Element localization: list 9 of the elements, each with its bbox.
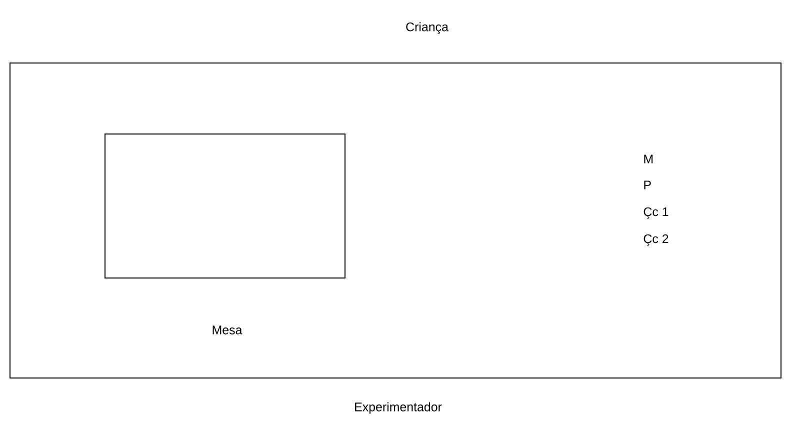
label: M [644, 154, 653, 164]
frame-box [10, 62, 782, 378]
table-box: Mesa [104, 134, 346, 334]
label: P [644, 180, 651, 190]
label: Çc 1 [644, 207, 668, 219]
label: Criança [406, 22, 448, 34]
node-label: Mesa [212, 326, 242, 334]
label: Çc 2 [644, 234, 668, 246]
label: Experimentador [355, 402, 442, 414]
